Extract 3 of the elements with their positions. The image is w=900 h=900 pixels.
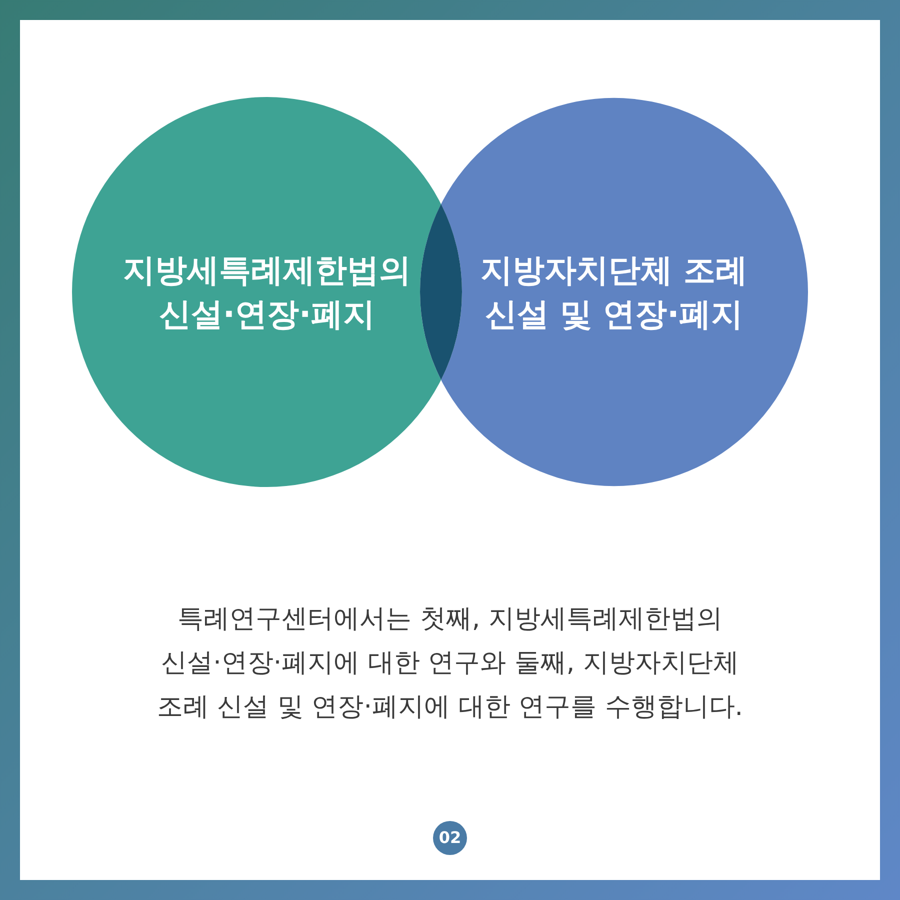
page-number-badge: 02: [433, 821, 467, 855]
description-text: 특례연구센터에서는 첫째, 지방세특례제한법의 신설·연장·폐지에 대한 연구와 둘째, 지방자치단체 조례 신설 및 연장·폐지에 대한 연구를 수행합니다.: [156, 603, 744, 724]
overlap-lens: [420, 204, 462, 380]
